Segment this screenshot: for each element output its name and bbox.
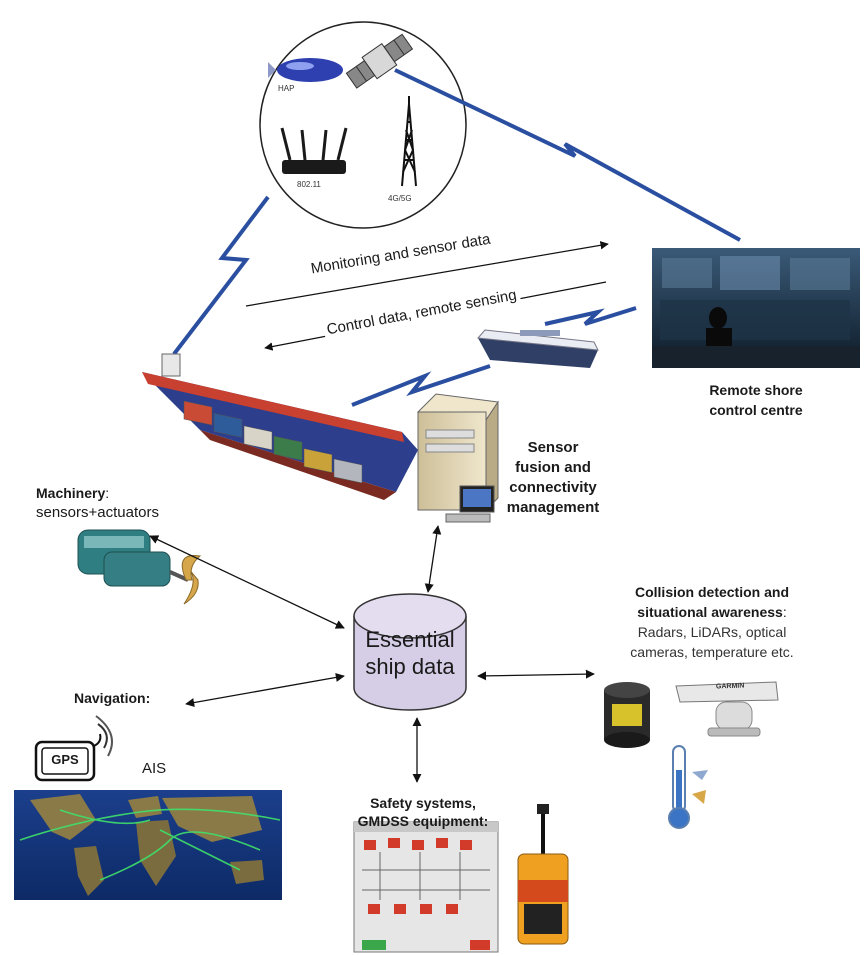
shore-line-1: Remote shore bbox=[709, 382, 803, 398]
collision-line-3: Radars, LiDARs, optical bbox=[637, 624, 787, 640]
gps-icon bbox=[34, 715, 113, 782]
cell-tower-icon bbox=[401, 96, 417, 187]
hub-line-1: Essential bbox=[365, 627, 455, 652]
fusion-hub-arrow bbox=[424, 525, 442, 593]
collision-line-1: Collision detection and bbox=[634, 584, 789, 600]
shore-control-image bbox=[652, 248, 860, 368]
safety-line-1: Safety systems, bbox=[370, 795, 476, 811]
ais-label: AIS bbox=[142, 760, 167, 777]
cell-label: 4G/5G bbox=[388, 194, 412, 203]
comm-circle bbox=[259, 21, 467, 229]
fusion-line-1: Sensor bbox=[527, 439, 579, 456]
collision-caption: Collision detection and situational awar… bbox=[566, 582, 858, 662]
fusion-line-4: management bbox=[506, 499, 600, 516]
hub-line-2: ship data bbox=[365, 654, 455, 679]
epirb-beacon-icon bbox=[517, 804, 569, 945]
hap-label: HAP bbox=[278, 84, 295, 93]
radar-brand: GARMIN bbox=[715, 682, 745, 691]
lightning-small-shore bbox=[544, 306, 637, 326]
lightning-bubble-ship bbox=[172, 195, 270, 356]
hub-arrows bbox=[149, 525, 595, 783]
ais-world-map bbox=[14, 790, 282, 900]
wifi-label: 802.11 bbox=[297, 180, 321, 189]
fusion-line-2: fusion and bbox=[515, 459, 591, 476]
monitoring-arrow bbox=[245, 241, 609, 307]
lightning-satellite-shore bbox=[394, 68, 741, 242]
gps-label: GPS bbox=[51, 752, 79, 767]
shore-caption: Remote shore control centre bbox=[652, 380, 860, 420]
essential-data-cylinder bbox=[353, 593, 467, 711]
server-computer-icon bbox=[416, 393, 499, 523]
thermometer-icon bbox=[668, 745, 708, 829]
lidar-sensor-icon bbox=[604, 682, 650, 748]
collision-line-4: cameras, temperature etc. bbox=[630, 644, 794, 660]
machinery-caption: Machinery: sensors+actuators bbox=[36, 484, 159, 522]
container-ship-icon bbox=[142, 353, 418, 500]
wifi-router-icon bbox=[280, 127, 348, 174]
collision-hub-arrow bbox=[477, 669, 595, 681]
fusion-caption: Sensor fusion and connectivity managemen… bbox=[488, 438, 618, 518]
collision-line-2-colon: : bbox=[782, 604, 787, 620]
machinery-subtitle: sensors+actuators bbox=[36, 504, 159, 521]
machinery-engine-icon bbox=[77, 529, 202, 605]
satellite-icon bbox=[345, 33, 414, 89]
hub-caption: Essential ship data bbox=[354, 626, 466, 680]
hap-blimp-icon bbox=[268, 58, 343, 82]
small-ship-icon bbox=[476, 329, 599, 368]
machinery-colon: : bbox=[105, 485, 110, 501]
shore-line-2: control centre bbox=[709, 402, 803, 418]
radar-antenna-icon bbox=[675, 681, 779, 737]
collision-line-2: situational awareness bbox=[637, 604, 783, 620]
safety-control-panel bbox=[353, 821, 499, 953]
safety-line-2: GMDSS equipment: bbox=[357, 813, 489, 829]
fusion-line-3: connectivity bbox=[509, 479, 597, 496]
lightning-ship-small bbox=[351, 364, 491, 407]
machinery-title: Machinery bbox=[36, 485, 106, 501]
navigation-title: Navigation: bbox=[74, 690, 151, 706]
navigation-hub-arrow bbox=[185, 672, 345, 708]
comm-bubble bbox=[259, 21, 467, 229]
safety-caption: Safety systems, GMDSS equipment: bbox=[338, 794, 508, 830]
wireless-links bbox=[172, 68, 741, 407]
machinery-hub-arrow bbox=[149, 535, 345, 629]
